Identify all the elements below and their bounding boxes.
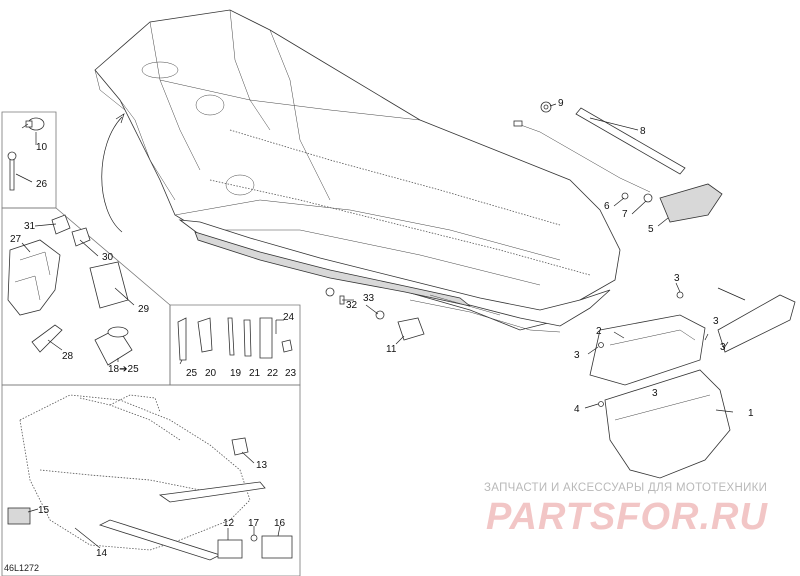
diagram-code: 46L1272: [4, 563, 40, 573]
snowflap-assembly: [589, 291, 796, 479]
callout-32: 32: [346, 300, 358, 311]
callout-26: 26: [36, 179, 48, 190]
callout-12: 12: [223, 518, 235, 529]
callout-13: 13: [256, 460, 268, 471]
frame-reference-arrow: [101, 116, 123, 233]
callout-3e: 3: [652, 388, 658, 399]
callout-21: 21: [249, 368, 261, 379]
callout-30: 30: [102, 252, 114, 263]
callout-3c: 3: [720, 342, 726, 353]
callout-9: 9: [558, 98, 564, 109]
panel-accessories: [1, 207, 171, 386]
small-hardware: [325, 287, 425, 341]
leader-lines: [15, 103, 746, 549]
callout-16: 16: [274, 518, 286, 529]
callout-20: 20: [205, 368, 217, 379]
callout-4: 4: [574, 404, 580, 415]
callout-3d: 3: [574, 350, 580, 361]
callout-18-25: 18➔25: [108, 364, 139, 375]
callout-24: 24: [283, 312, 295, 323]
callout-11: 11: [386, 344, 397, 355]
callout-5: 5: [648, 224, 654, 235]
panel-tools-top: [1, 111, 57, 209]
callout-17: 17: [248, 518, 260, 529]
callout-8: 8: [640, 126, 646, 137]
callout-29: 29: [138, 304, 150, 315]
callout-14: 14: [96, 548, 108, 559]
callout-23: 23: [285, 368, 297, 379]
callout-10: 10: [36, 142, 48, 153]
callout-labels: 1 2 3 3 3 3 3 4 5 6 7 8 9 10 11 12 13 14…: [10, 98, 754, 559]
callout-28: 28: [62, 351, 74, 362]
callout-33: 33: [363, 293, 375, 304]
callout-19: 19: [230, 368, 242, 379]
chassis-frame: [94, 9, 621, 333]
callout-3b: 3: [713, 316, 719, 327]
callout-15: 15: [38, 505, 50, 516]
callout-22: 22: [267, 368, 279, 379]
callout-6: 6: [604, 201, 610, 212]
callout-27: 27: [10, 234, 22, 245]
taillight-assembly: [513, 101, 723, 223]
callout-25: 25: [186, 368, 198, 379]
callout-1: 1: [748, 408, 754, 419]
callout-2: 2: [596, 326, 602, 337]
panel-vehicle-view: [1, 384, 301, 576]
callout-3a: 3: [674, 273, 680, 284]
watermark-logo: PARTSFOR.RU: [486, 496, 768, 538]
callout-31: 31: [24, 221, 36, 232]
watermark-caption: ЗАПЧАСТИ И АКСЕССУАРЫ ДЛЯ МОТОТЕХНИКИ: [484, 482, 768, 494]
callout-7: 7: [622, 209, 628, 220]
